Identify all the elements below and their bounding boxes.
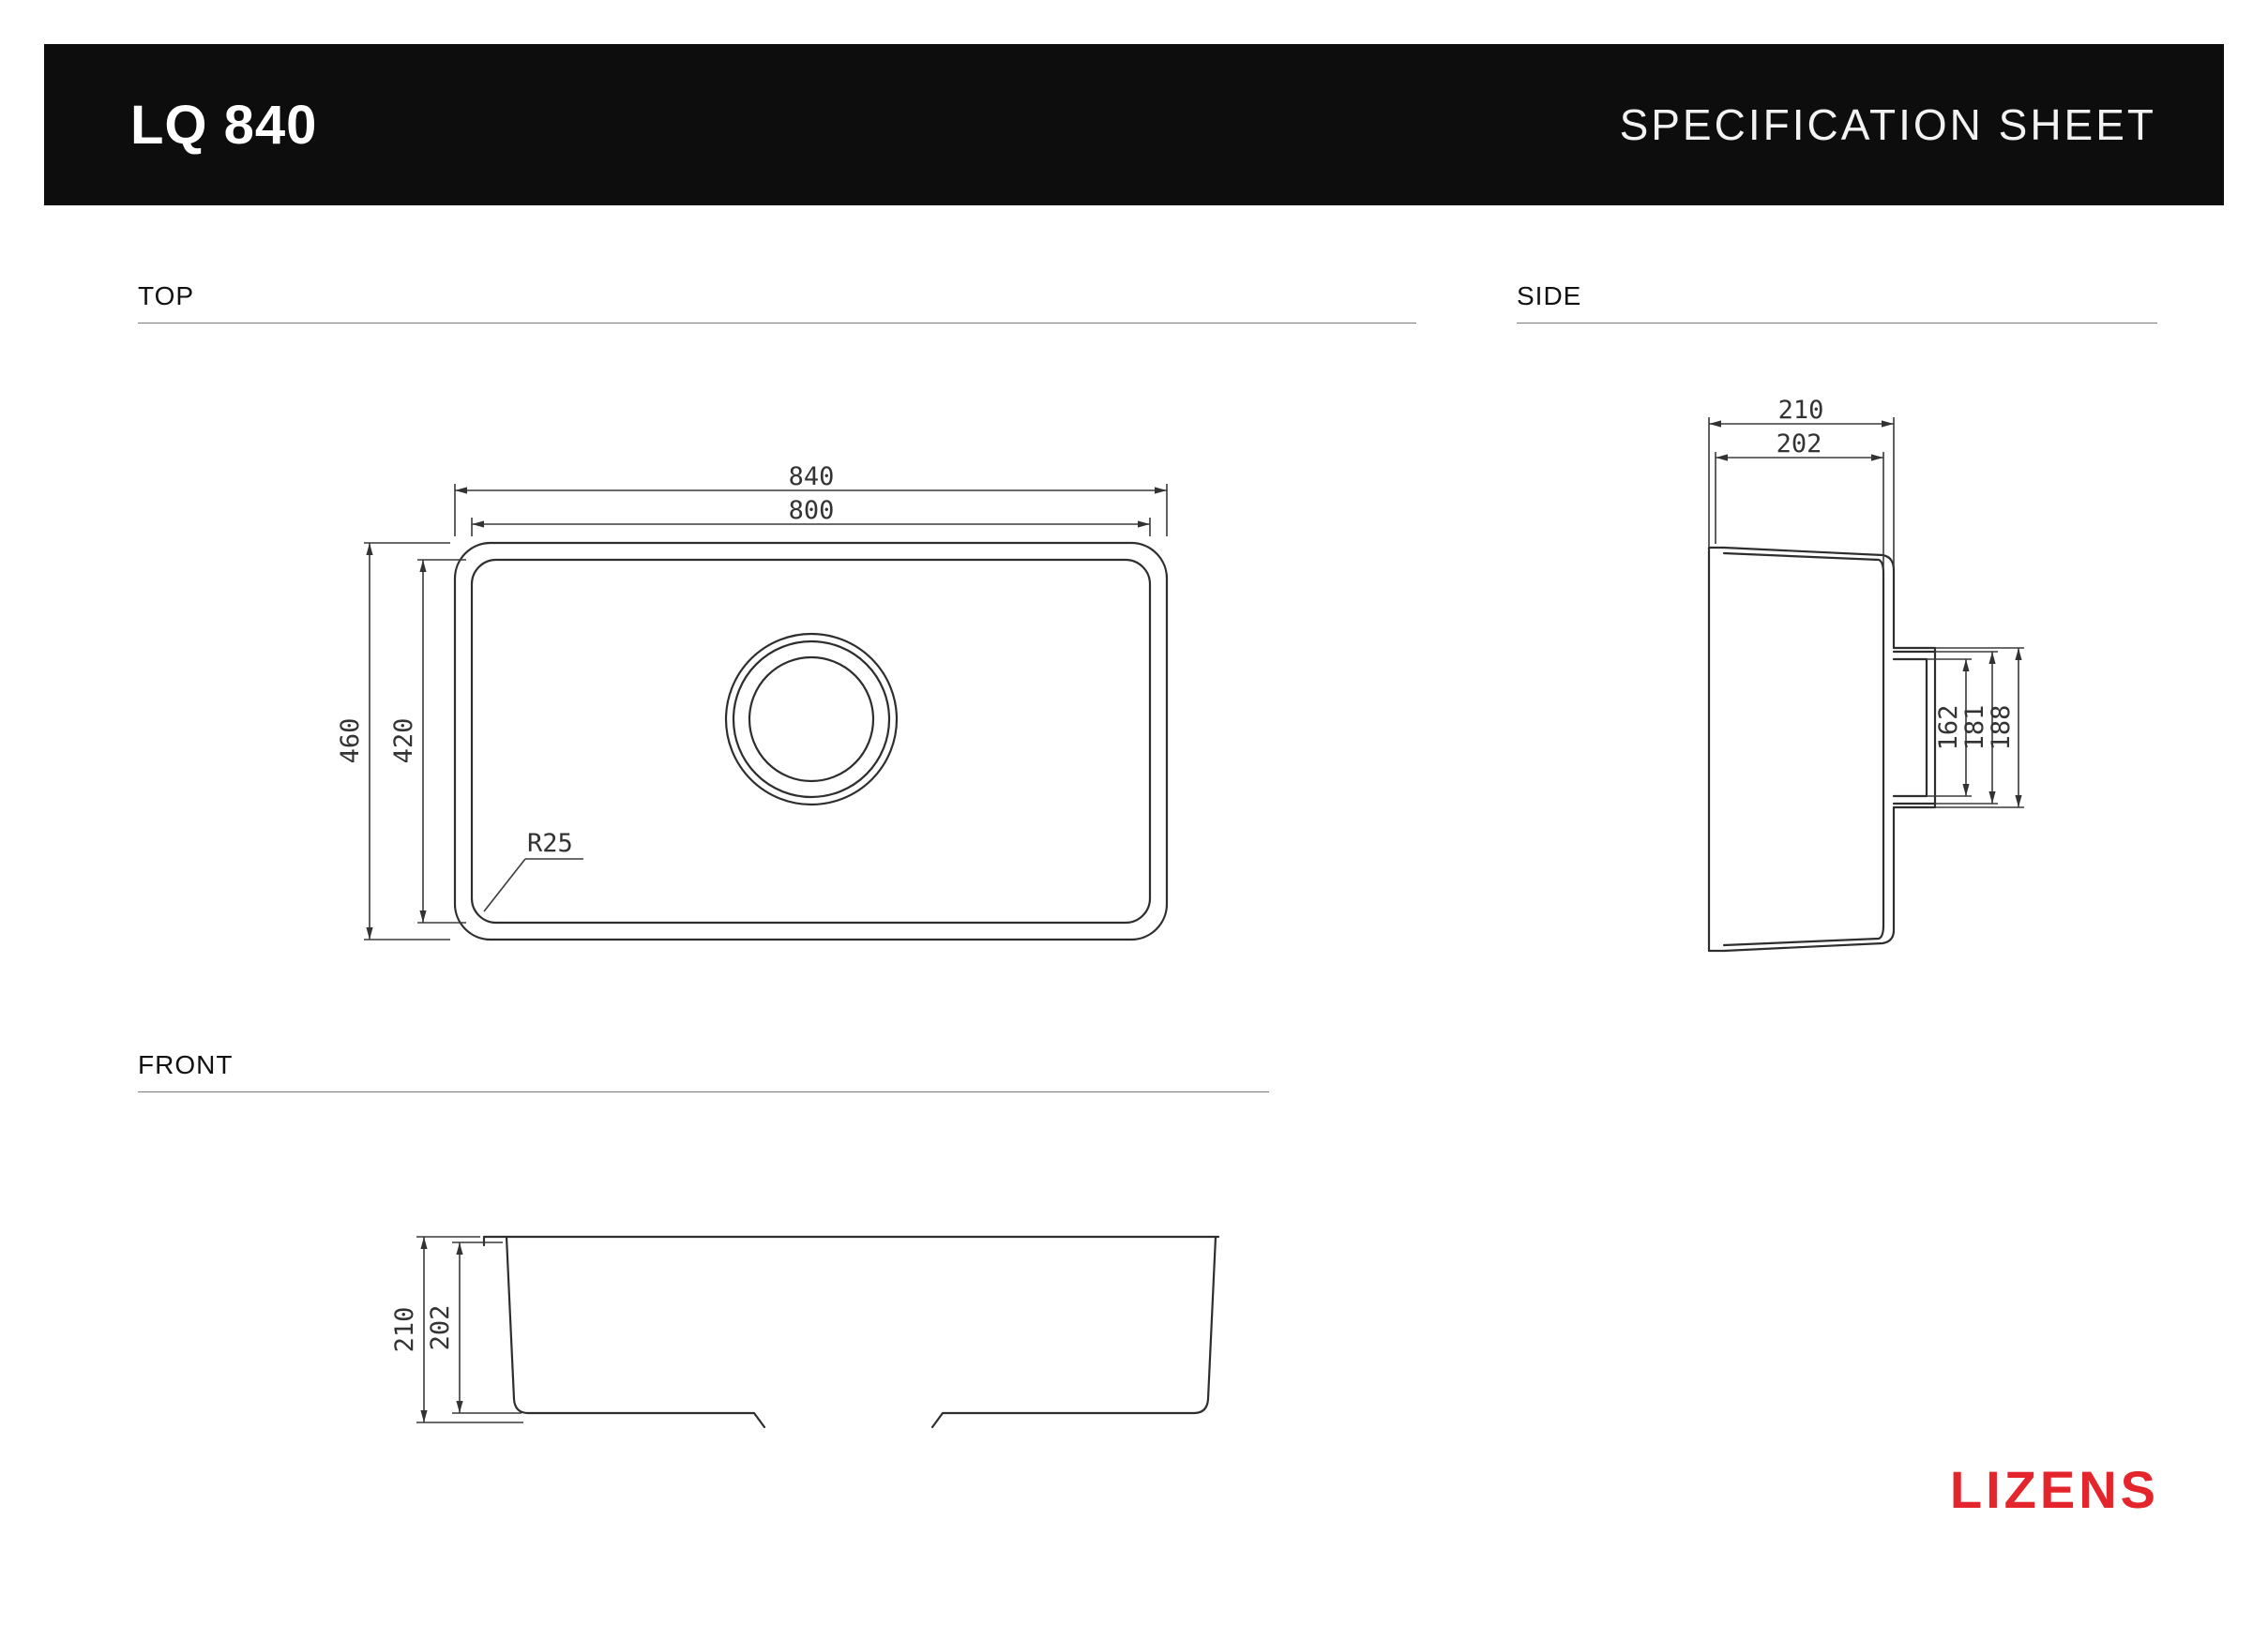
model-name: LQ 840: [130, 94, 318, 156]
front-view-dimension-lines: [416, 1236, 523, 1423]
dim-outer-depth: 460: [336, 718, 365, 764]
bowl-right-and-bottom: [930, 1235, 1217, 1429]
sheet-title: SPECIFICATION SHEET: [1619, 100, 2156, 149]
dim-drain-inner: 162: [1934, 705, 1963, 751]
top-view-label: TOP: [138, 281, 195, 310]
bowl-left-and-bottom: [505, 1235, 766, 1429]
rim-ticks: [1707, 546, 1726, 953]
rim-top-line: [482, 1235, 1220, 1247]
top-view-dimension-labels: 840 800 460 420 R25: [336, 462, 834, 858]
dim-side-inner-height: 202: [1777, 429, 1822, 459]
side-view-dimension-labels: 210 202 162 181 188: [1777, 396, 2016, 750]
top-view-outline: [453, 541, 1169, 941]
sink-outer-rim: [453, 541, 1169, 941]
dim-drain-outer: 188: [1987, 705, 2016, 751]
drain-flange-outer: [1892, 646, 1937, 809]
drain-flange-inner: [1892, 657, 1928, 798]
side-view-outline: [1707, 546, 1937, 953]
radius-leader-line: [483, 858, 583, 912]
lizens-logo: LIZENS: [1949, 1460, 2159, 1519]
side-view-section-header: SIDE: [1517, 281, 2157, 323]
dim-inner-width: 800: [789, 496, 835, 525]
bowl-outer-bottom-wall: [1722, 928, 1896, 953]
side-view-label: SIDE: [1517, 281, 1582, 310]
bowl-inner-wall: [1722, 551, 1885, 947]
sink-bowl-edge: [470, 558, 1152, 925]
dim-side-outer-height: 210: [1778, 396, 1824, 425]
side-view-drawing: 210 202 162 181 188: [1707, 396, 2024, 953]
front-view-outline: [482, 1235, 1220, 1429]
dim-inner-depth: 420: [389, 718, 418, 764]
drain-inner-circle: [748, 655, 875, 783]
top-view-dimension-lines: [364, 484, 1168, 940]
drain-mid-circle: [732, 639, 891, 799]
front-view-section-header: FRONT: [138, 1050, 1269, 1092]
drain-flange-mid: [1892, 650, 1937, 805]
top-view-drawing: 840 800 460 420 R25: [336, 462, 1169, 941]
dim-front-inner-height: 202: [426, 1305, 455, 1351]
top-view-section-header: TOP: [138, 281, 1416, 323]
front-view-drawing: 210 202: [390, 1235, 1220, 1429]
dim-drain-mid: 181: [1960, 705, 1989, 751]
bowl-outer-top-wall: [1722, 546, 1896, 572]
side-view-dimension-lines: [1708, 417, 2024, 808]
front-view-label: FRONT: [138, 1050, 234, 1079]
dim-outer-width: 840: [789, 462, 835, 491]
drain-outer-circle: [724, 632, 899, 806]
dim-corner-radius: R25: [527, 829, 573, 858]
front-view-dimension-labels: 210 202: [390, 1305, 455, 1353]
header-bar: LQ 840 SPECIFICATION SHEET: [44, 44, 2224, 205]
dim-front-outer-height: 210: [390, 1307, 419, 1353]
